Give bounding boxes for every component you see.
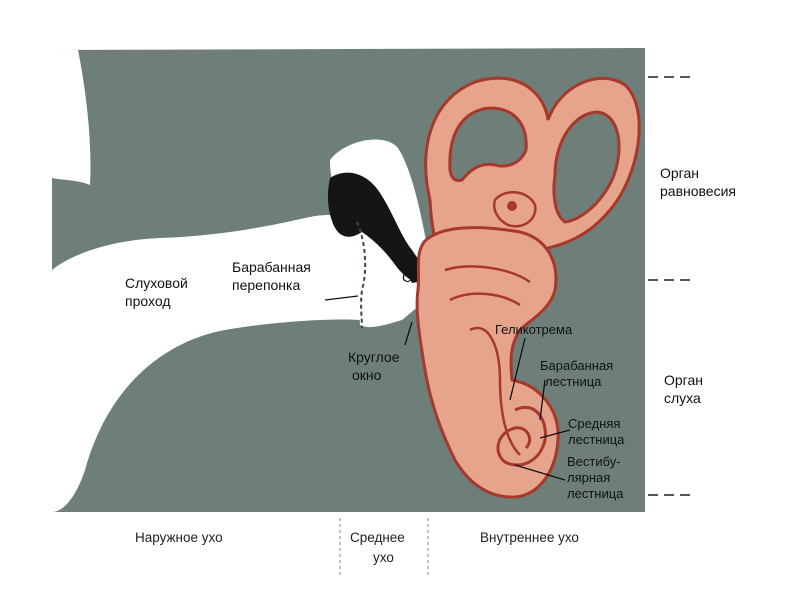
label-helicotrema: Геликотрема: [495, 322, 573, 337]
label-hearing-2: слуха: [664, 390, 701, 406]
leader-eardrum: [324, 295, 359, 301]
label-scala-tympani-2: лестница: [545, 374, 602, 389]
ear-canal: [52, 214, 360, 512]
diagram-labels: Слуховой проход Барабанная перепонка С К…: [125, 259, 625, 501]
label-hearing-1: Орган: [664, 372, 703, 388]
label-inner-ear: Внутреннее ухо: [480, 530, 579, 545]
label-scala-media-1: Средняя: [568, 416, 620, 431]
region-labels: Наружное ухо Среднее ухо Внутреннее ухо: [135, 530, 579, 565]
leader-scala-vestibuli: [514, 464, 566, 481]
inner-ear-labyrinth: [415, 76, 641, 499]
utricle-dot: [507, 201, 517, 211]
label-outer-ear: Наружное ухо: [135, 530, 223, 545]
label-round-window-1: Круглое: [348, 349, 400, 365]
cochlea-spiral: [496, 405, 547, 467]
label-balance-1: Орган: [660, 165, 699, 181]
region-dividers: [339, 518, 429, 575]
outer-notch-top: [52, 50, 91, 185]
canal-hole-right: [552, 110, 621, 224]
label-middle-ear-1: Среднее: [350, 530, 405, 545]
organ-separators: [648, 76, 690, 496]
leader-round-window: [404, 321, 413, 346]
leader-lines: [324, 295, 571, 481]
label-round-window-2: окно: [352, 367, 382, 383]
label-ear-canal-1: Слуховой: [125, 275, 188, 291]
label-scala-vestibuli-1: Вестибу-: [567, 454, 621, 469]
label-eardrum-2: перепонка: [232, 277, 300, 293]
organ-labels: Орган равновесия Орган слуха: [660, 165, 736, 406]
leader-scala-tympani: [539, 379, 546, 421]
label-balance-2: равновесия: [660, 183, 736, 199]
label-scala-vestibuli-3: лестница: [567, 486, 624, 501]
label-ear-canal-2: проход: [125, 293, 171, 309]
label-eardrum-1: Барабанная: [232, 259, 311, 275]
label-scala-vestibuli-2: лярная: [567, 470, 610, 485]
cochlear-duct: [444, 265, 531, 456]
leader-scala-media: [539, 429, 571, 439]
leader-helicotrema: [509, 337, 526, 401]
canal-hole-left: [448, 106, 528, 182]
label-scala-tympani-1: Барабанная: [540, 358, 613, 373]
label-stapes-letter: С: [402, 269, 412, 285]
label-middle-ear-2: ухо: [373, 550, 394, 565]
label-scala-media-2: лестница: [568, 432, 625, 447]
eardrum-membrane: [356, 221, 367, 329]
